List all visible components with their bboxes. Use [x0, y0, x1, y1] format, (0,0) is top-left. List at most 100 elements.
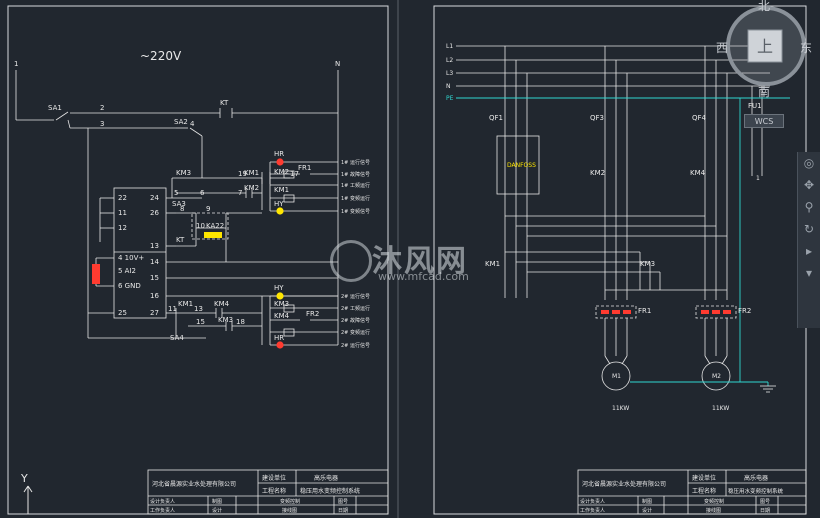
ucs-label: Y	[20, 472, 28, 485]
danfoss-label: DANFOSS	[507, 162, 536, 169]
svg-text:工程名称: 工程名称	[692, 487, 716, 495]
sa2-label: SA2	[174, 118, 188, 126]
svg-text:图号: 图号	[760, 499, 770, 505]
svg-text:2: 2	[100, 104, 104, 112]
svg-text:接线图: 接线图	[706, 507, 721, 514]
svg-text:L1: L1	[446, 43, 453, 50]
svg-text:图号: 图号	[338, 499, 348, 505]
svg-text:1# 故障信号: 1# 故障信号	[341, 171, 370, 178]
svg-text:QF3: QF3	[590, 114, 604, 122]
svg-text:13: 13	[194, 305, 203, 313]
svg-text:变频控制: 变频控制	[704, 498, 724, 505]
right-title-block: 河北省晨源实业水处理有限公司 建设单位 高乐电器 工程名称 稳压用水变频控制系统…	[580, 474, 784, 514]
svg-text:13: 13	[150, 242, 159, 250]
svg-text:6 GND: 6 GND	[118, 282, 141, 290]
svg-text:设计负责人: 设计负责人	[150, 498, 175, 505]
voltage-label: ~220V	[140, 49, 182, 63]
svg-text:24: 24	[150, 194, 159, 202]
zoom-icon[interactable]: ⚲	[804, 200, 814, 214]
svg-text:1# 工频运行: 1# 工频运行	[341, 182, 370, 189]
svg-text:河北省晨源实业水处理有限公司: 河北省晨源实业水处理有限公司	[152, 480, 236, 488]
right-labels: L1 L2 L3 N PE QF1 QF3 QF4 FU1 KM2 KM4 KM…	[446, 43, 762, 412]
svg-text:稳压用水变频控制系统: 稳压用水变频控制系统	[300, 487, 360, 495]
overload-markers	[601, 310, 731, 314]
svg-text:制图: 制图	[642, 498, 652, 505]
svg-text:18: 18	[236, 318, 245, 326]
navigation-bar: ◎ ✥ ⚲ ↻ ▸ ▾	[797, 152, 820, 328]
svg-text:KM3: KM3	[218, 316, 233, 324]
viewcube-top: 上	[757, 37, 773, 56]
left-title-block: 河北省晨源实业水处理有限公司 建设单位 高乐电器 工程名称 稳压用水变频控制系统…	[150, 474, 360, 514]
svg-text:11KW: 11KW	[612, 405, 629, 412]
svg-text:HR: HR	[274, 334, 284, 342]
svg-text:8: 8	[180, 205, 184, 213]
svg-text:KM3: KM3	[274, 300, 289, 308]
svg-text:9: 9	[206, 205, 210, 213]
svg-text:L3: L3	[446, 70, 453, 77]
wcs-button[interactable]: WCS	[744, 114, 784, 128]
svg-text:11: 11	[168, 305, 177, 313]
svg-text:KM2: KM2	[274, 168, 289, 176]
svg-text:KM4: KM4	[214, 300, 230, 308]
viewcube-top-face[interactable]	[747, 29, 783, 63]
svg-text:1: 1	[756, 175, 760, 182]
svg-text:FR2: FR2	[306, 310, 319, 318]
svg-text:5 AI2: 5 AI2	[118, 267, 136, 275]
svg-text:16: 16	[150, 292, 159, 300]
svg-text:建设单位: 建设单位	[262, 474, 286, 482]
svg-text:6: 6	[200, 189, 205, 197]
svg-text:M2: M2	[712, 373, 721, 380]
ka22-label: KA22	[206, 222, 224, 230]
svg-text:KM3: KM3	[640, 260, 655, 268]
svg-text:KM4: KM4	[690, 169, 706, 177]
svg-text:FU1: FU1	[748, 102, 762, 110]
viewcube-east: 东	[800, 41, 812, 55]
svg-text:日期: 日期	[338, 508, 348, 514]
left-labels: ~220V 1 N SA1 SA2 SA3 SA4 KT KA22 KT 2 3…	[14, 49, 340, 342]
sa3-label: SA3	[172, 200, 186, 208]
svg-text:4: 4	[190, 120, 195, 128]
svg-text:1# 运行信号: 1# 运行信号	[341, 159, 370, 166]
svg-text:12: 12	[118, 224, 127, 232]
svg-text:工作负责人: 工作负责人	[150, 507, 175, 514]
svg-text:设计负责人: 设计负责人	[580, 498, 605, 505]
svg-text:高乐电器: 高乐电器	[314, 474, 338, 482]
steering-wheel-icon[interactable]: ◎	[803, 156, 815, 170]
svg-text:PE: PE	[446, 95, 454, 102]
svg-text:5: 5	[174, 189, 178, 197]
pan-icon[interactable]: ✥	[803, 178, 815, 192]
svg-text:设计: 设计	[212, 507, 222, 514]
orbit-icon[interactable]: ↻	[803, 222, 815, 236]
svg-text:接线图: 接线图	[282, 507, 297, 514]
kt2-label: KT	[176, 236, 185, 244]
svg-text:10: 10	[196, 222, 205, 230]
svg-text:KM3: KM3	[176, 169, 191, 177]
svg-text:HR: HR	[274, 150, 284, 158]
left-lamps	[92, 158, 295, 349]
svg-text:2# 运行信号: 2# 运行信号	[341, 342, 370, 349]
svg-text:27: 27	[150, 309, 159, 317]
svg-text:工作负责人: 工作负责人	[580, 507, 605, 514]
neutral-label: N	[335, 60, 340, 68]
svg-text:工程名称: 工程名称	[262, 487, 286, 495]
svg-text:14: 14	[150, 258, 159, 266]
showmotion-icon[interactable]: ▸	[805, 244, 813, 258]
viewcube-west: 西	[716, 41, 728, 55]
svg-text:KM1: KM1	[244, 169, 259, 177]
svg-text:17: 17	[290, 170, 299, 178]
ucs-icon	[23, 485, 33, 514]
navbar-menu-icon[interactable]: ▾	[805, 266, 813, 280]
line-label: 1	[14, 60, 18, 68]
svg-text:高乐电器: 高乐电器	[744, 474, 768, 482]
earth-symbol	[760, 385, 776, 393]
svg-text:建设单位: 建设单位	[692, 474, 716, 482]
svg-text:KM1: KM1	[485, 260, 500, 268]
svg-text:制图: 制图	[212, 498, 222, 505]
svg-text:L2: L2	[446, 57, 453, 64]
viewcube[interactable]	[726, 6, 806, 86]
svg-text:N: N	[446, 83, 451, 90]
svg-text:25: 25	[118, 309, 127, 317]
svg-text:26: 26	[150, 209, 159, 217]
sa1-label: SA1	[48, 104, 62, 112]
